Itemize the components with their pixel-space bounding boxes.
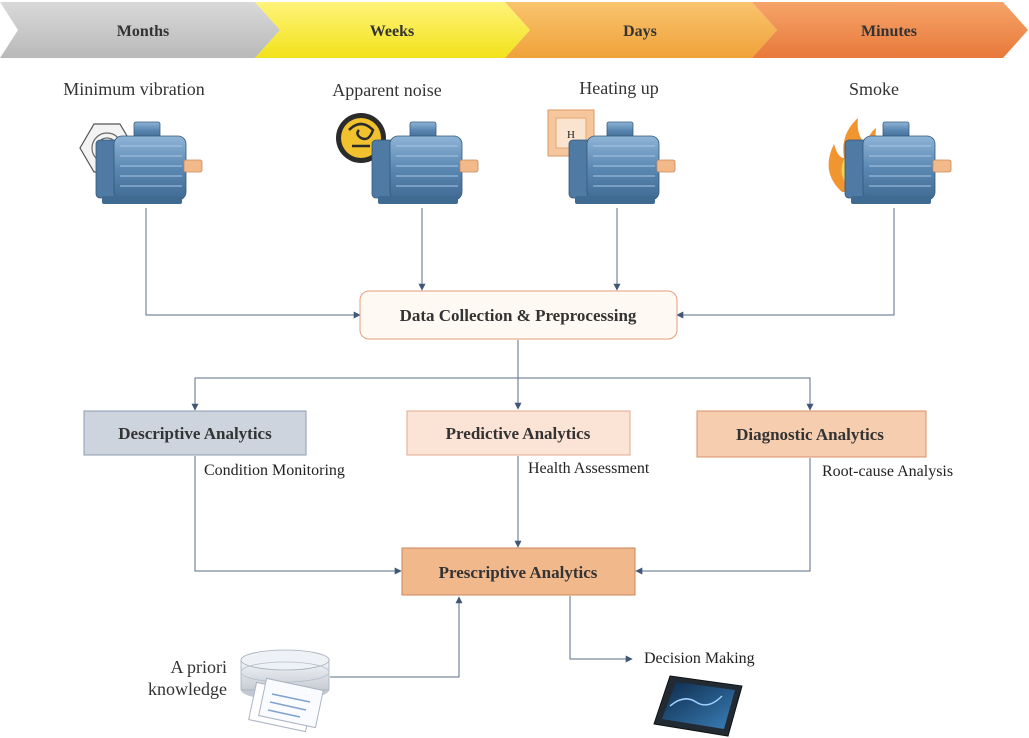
motor-noise xyxy=(336,113,479,205)
stage-days-chevron xyxy=(505,2,777,58)
prescriptive-analytics-fill xyxy=(401,547,636,596)
tablet-icon xyxy=(653,675,743,737)
data-collection-label: Data Collection & Preprocessing xyxy=(400,306,637,325)
knowledge-label-line1: A priori xyxy=(171,657,228,677)
connectors-collection xyxy=(145,208,895,319)
predictive-analytics-label: Predictive Analytics xyxy=(446,424,591,443)
documents-icon xyxy=(248,677,324,733)
prescriptive-analytics-label: Prescriptive Analytics xyxy=(439,563,598,582)
stage-minutes-label: Minutes xyxy=(861,23,917,40)
motor-heat: H xyxy=(547,109,676,205)
prescriptive-analytics-box: Prescriptive Analytics xyxy=(401,547,636,596)
descriptive-analytics-fill xyxy=(83,410,307,456)
predictive-analytics-fill xyxy=(406,410,631,456)
stage-months-label: Months xyxy=(117,23,169,40)
knowledge-input: A priori knowledge xyxy=(148,596,463,733)
diagnostic-analytics-label: Diagnostic Analytics xyxy=(736,425,884,444)
decision-output: Decision Making xyxy=(569,596,755,737)
symptom-noise-label: Apparent noise xyxy=(332,80,441,100)
symptom-vibration-label: Minimum vibration xyxy=(63,79,205,99)
stage-weeks-chevron xyxy=(255,2,530,58)
predictive-analytics-box: Predictive Analytics xyxy=(406,410,631,456)
stage-months-chevron xyxy=(0,2,280,58)
symptom-heat-label: Heating up xyxy=(579,78,658,98)
condition-monitoring-label: Condition Monitoring xyxy=(204,462,345,479)
timeline: Months Weeks Days Minutes xyxy=(0,2,1028,58)
stage-weeks-label: Weeks xyxy=(370,23,414,40)
descriptive-analytics-label: Descriptive Analytics xyxy=(118,424,272,443)
diagnostic-analytics-box: Diagnostic Analytics xyxy=(696,410,927,458)
heat-badge-text: H xyxy=(567,129,575,141)
connectors-analytics xyxy=(191,340,814,411)
motor-vibration xyxy=(79,121,203,205)
connectors-prescriptive xyxy=(194,456,811,575)
stage-minutes-chevron xyxy=(752,2,1028,58)
descriptive-analytics-box: Descriptive Analytics xyxy=(83,410,307,456)
knowledge-label-line2: knowledge xyxy=(148,679,227,699)
health-assessment-label: Health Assessment xyxy=(528,460,650,477)
symptom-smoke-label: Smoke xyxy=(849,79,899,99)
root-cause-analysis-label: Root-cause Analysis xyxy=(822,463,953,480)
data-collection-box: Data Collection & Preprocessing xyxy=(359,290,678,340)
motor-smoke xyxy=(828,118,952,205)
diagnostic-analytics-fill xyxy=(696,410,927,458)
decision-making-label: Decision Making xyxy=(644,650,755,667)
stage-days-label: Days xyxy=(623,23,657,40)
